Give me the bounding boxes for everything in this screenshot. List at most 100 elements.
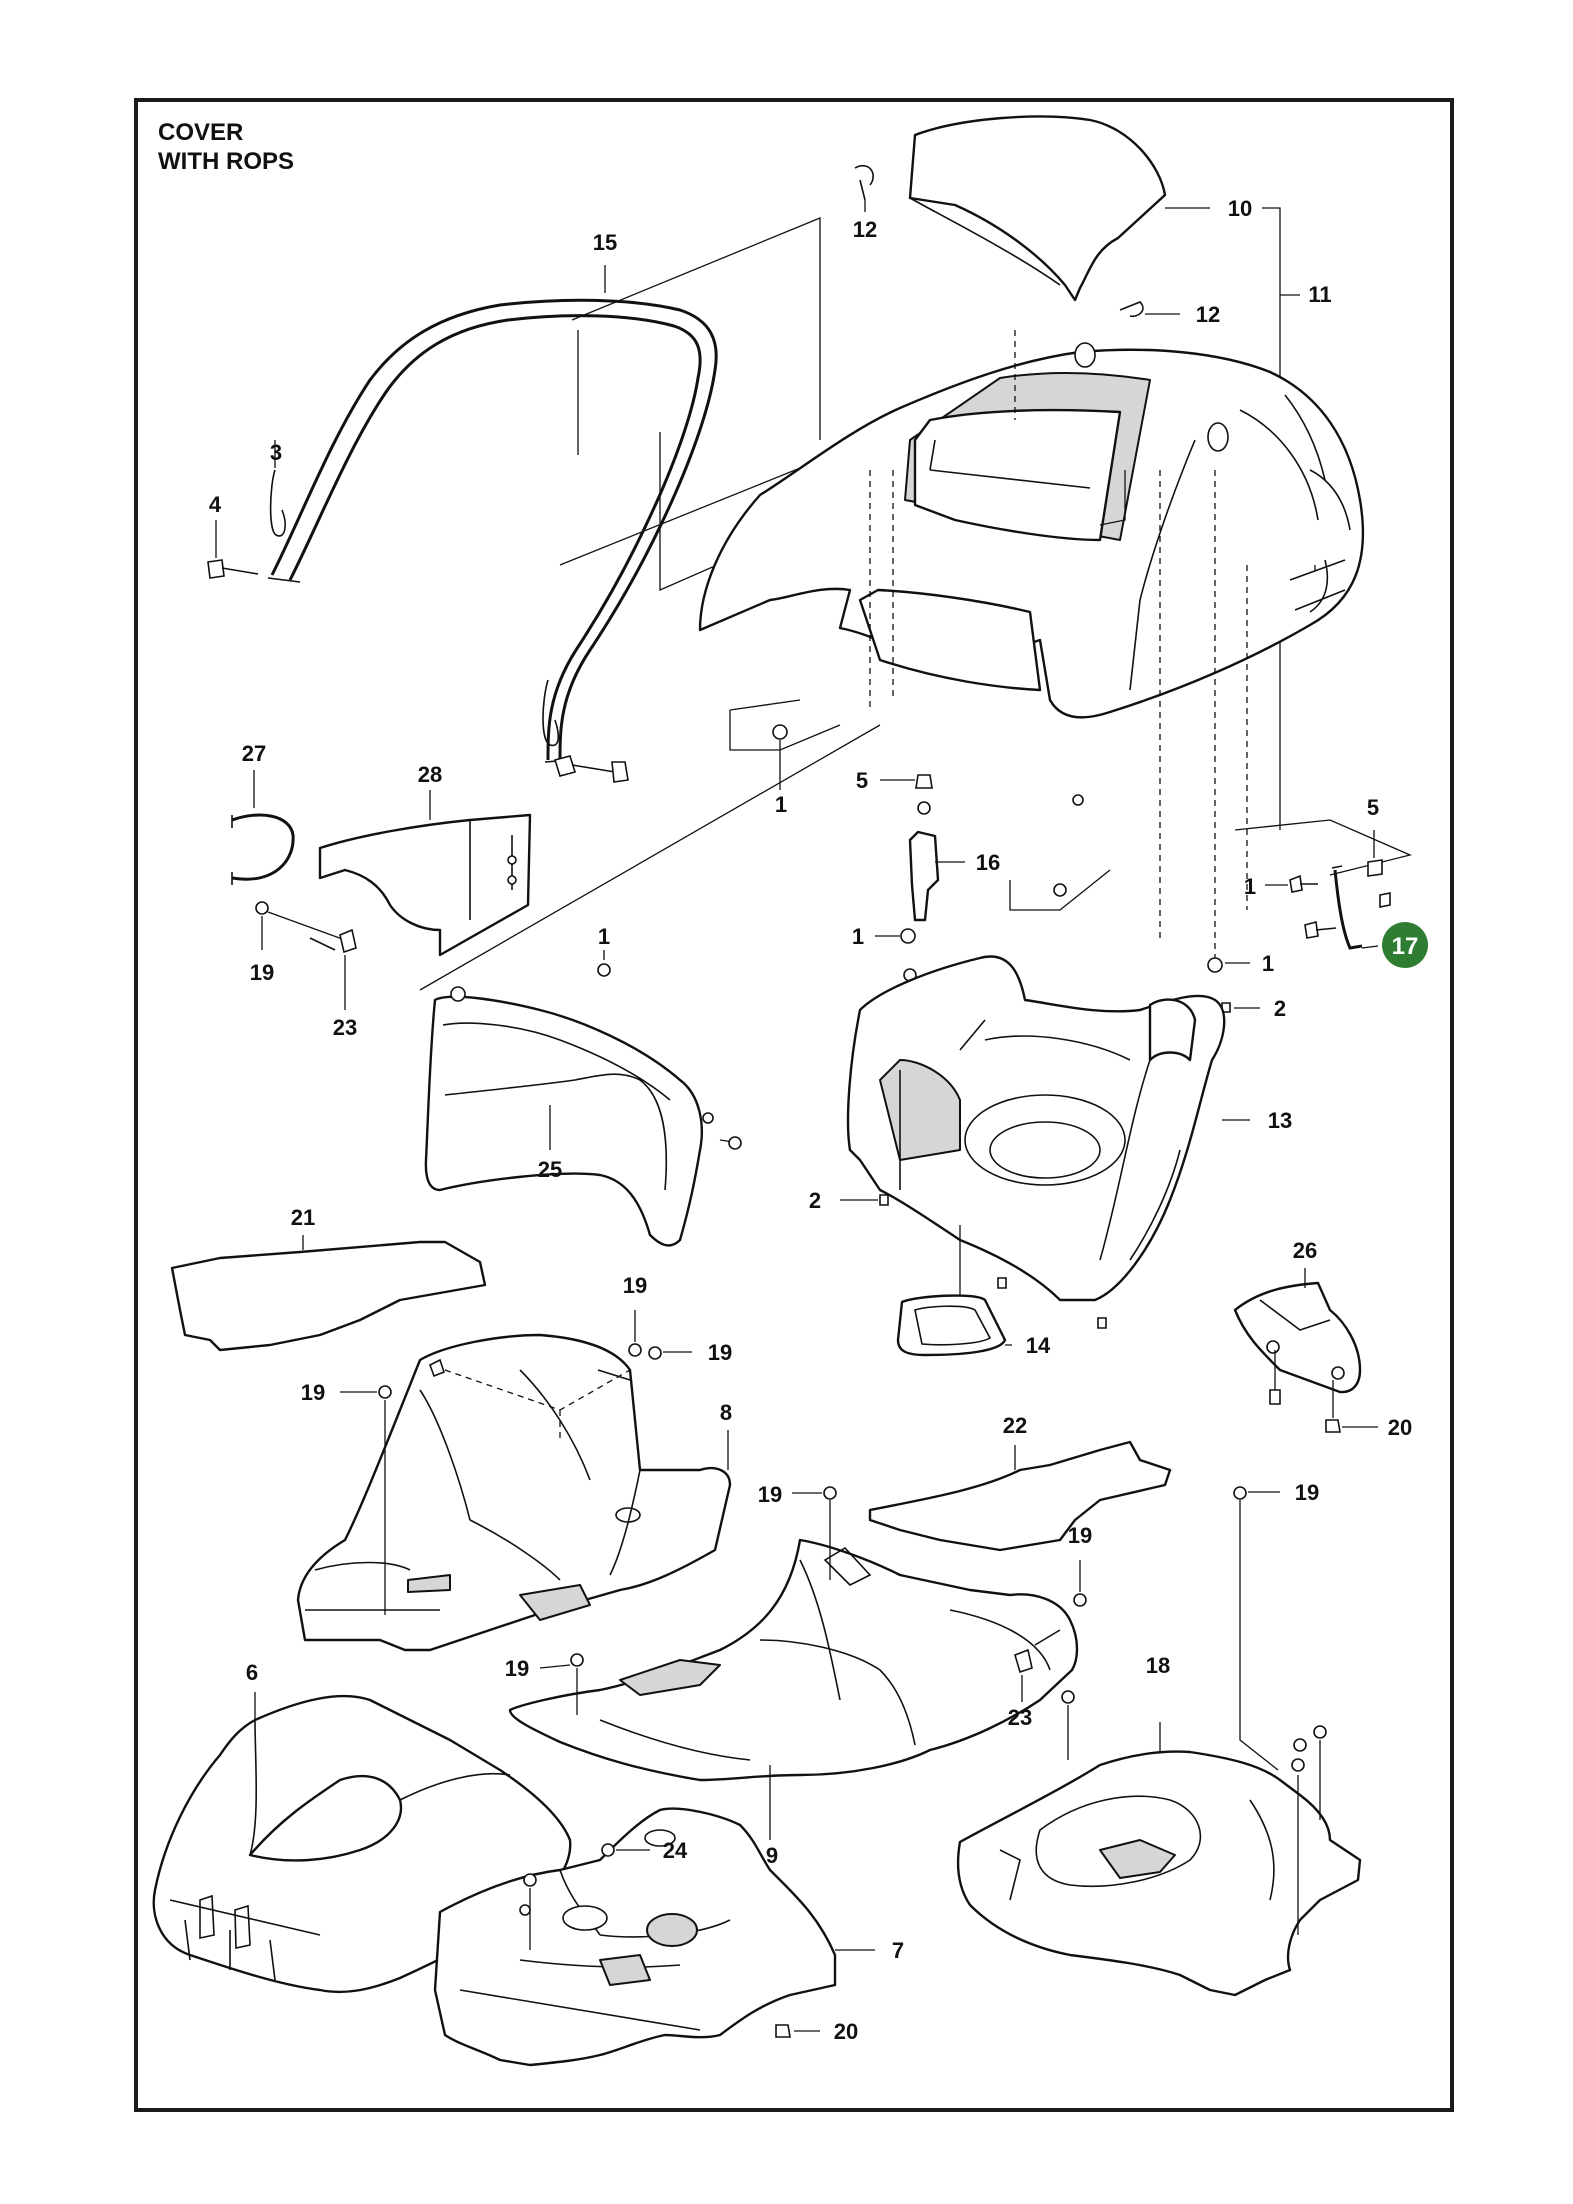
part-19-screw-fender-left[interactable]: [340, 1385, 392, 1615]
part-18-rear-panel[interactable]: [956, 1722, 1362, 1997]
part-2-screw-b[interactable]: [840, 1194, 889, 1206]
part-3-hairpin-clip-right[interactable]: [542, 679, 629, 783]
svg-text:10: 10: [1228, 196, 1252, 221]
callout-19-h: 19: [1295, 1480, 1319, 1505]
part-1-screw-c[interactable]: [1265, 874, 1318, 893]
callout-22: 22: [1003, 1413, 1027, 1438]
svg-text:14: 14: [1026, 1333, 1051, 1358]
callout-12-lower: 12: [1196, 302, 1220, 327]
diagram-frame: [134, 98, 1454, 2112]
part-26-side-guard[interactable]: [1233, 1268, 1362, 1394]
part-20-nut-guard[interactable]: [1325, 1380, 1378, 1433]
svg-text:26: 26: [1293, 1238, 1317, 1263]
svg-text:2: 2: [1274, 996, 1286, 1021]
callout-18: 18: [1146, 1653, 1170, 1678]
part-19-screw-rfender-left[interactable]: [539, 1653, 584, 1715]
part-5-nut-b[interactable]: [1367, 830, 1391, 908]
svg-text:1: 1: [775, 792, 787, 817]
callout-2-a: 2: [1274, 996, 1286, 1021]
callout-23-b: 23: [1008, 1705, 1032, 1730]
part-4-clevis-pin-left[interactable]: [207, 520, 259, 579]
callout-17-highlighted[interactable]: 17: [1382, 922, 1428, 968]
part-8-left-fender[interactable]: [296, 1333, 732, 1652]
svg-text:16: 16: [976, 850, 1000, 875]
callout-10: 10: [1228, 196, 1252, 221]
svg-text:1: 1: [852, 924, 864, 949]
svg-text:23: 23: [333, 1015, 357, 1040]
svg-text:15: 15: [593, 230, 617, 255]
part-19-screw-bracket[interactable]: [255, 901, 346, 950]
part-27-clip-spring[interactable]: [231, 770, 295, 885]
part-12-clip-lower[interactable]: [1119, 301, 1180, 318]
part-17-strap[interactable]: [1331, 865, 1379, 950]
callout-1-a: 1: [775, 792, 787, 817]
part-1-screw-b[interactable]: [875, 928, 916, 944]
svg-text:19: 19: [708, 1340, 732, 1365]
callout-14: 14: [1026, 1333, 1051, 1358]
svg-text:1: 1: [1262, 951, 1274, 976]
callout-19-g: 19: [505, 1656, 529, 1681]
callout-24: 24: [663, 1838, 688, 1863]
part-9-right-fender[interactable]: [508, 1538, 1079, 1840]
part-7-floor-pan[interactable]: [433, 1807, 875, 2067]
svg-text:28: 28: [418, 762, 442, 787]
callout-26: 26: [1293, 1238, 1317, 1263]
callout-7: 7: [892, 1938, 904, 1963]
part-19-screw-rfender-top[interactable]: [792, 1486, 837, 1580]
svg-text:2: 2: [809, 1188, 821, 1213]
svg-text:1: 1: [1244, 874, 1256, 899]
part-14-gasket[interactable]: [896, 1225, 1012, 1357]
svg-text:23: 23: [1008, 1705, 1032, 1730]
part-1-screw-a[interactable]: [772, 724, 788, 790]
part-16-bracket[interactable]: [908, 801, 965, 922]
svg-text:13: 13: [1268, 1108, 1292, 1133]
part-15-rops-bar[interactable]: [267, 265, 718, 763]
part-19-screw-rfender-right[interactable]: [1073, 1560, 1087, 1607]
callout-21: 21: [291, 1205, 315, 1230]
callout-1-b: 1: [852, 924, 864, 949]
svg-text:25: 25: [538, 1157, 562, 1182]
callout-28: 28: [418, 762, 442, 787]
part-1-screw-d[interactable]: [1207, 957, 1250, 973]
svg-text:19: 19: [505, 1656, 529, 1681]
part-21-floor-mat[interactable]: [170, 1235, 487, 1352]
callout-19-a: 19: [250, 960, 274, 985]
svg-text:21: 21: [291, 1205, 315, 1230]
svg-text:1: 1: [598, 924, 610, 949]
part-13-inner-tub[interactable]: [846, 955, 1250, 1302]
callout-13: 13: [1268, 1108, 1292, 1133]
part-23-nut-bracket[interactable]: [309, 928, 357, 1010]
svg-text:12: 12: [1196, 302, 1220, 327]
callout-20-a: 20: [1388, 1415, 1412, 1440]
svg-text:20: 20: [1388, 1415, 1412, 1440]
svg-text:22: 22: [1003, 1413, 1027, 1438]
svg-text:20: 20: [834, 2019, 858, 2044]
part-28-mount-bracket[interactable]: [318, 790, 532, 957]
part-12-clip-upper[interactable]: [854, 165, 874, 212]
part-19-screw-fender-right[interactable]: [648, 1346, 692, 1360]
part-20-nut-floorpan[interactable]: [775, 2024, 820, 2038]
callout-11: 11: [1280, 282, 1332, 307]
part-11-main-cover[interactable]: [698, 342, 1365, 719]
callout-25: 25: [538, 1157, 562, 1182]
svg-text:12: 12: [853, 217, 877, 242]
svg-text:8: 8: [720, 1400, 732, 1425]
part-25-dash-panel[interactable]: [419, 724, 881, 1247]
part-19-screw-fender-top[interactable]: [628, 1310, 642, 1357]
part-19-screw-rear[interactable]: [1233, 1486, 1280, 1771]
part-10-seat-cover-lid[interactable]: [908, 115, 1210, 302]
part-2-screw-a[interactable]: [1221, 1002, 1260, 1013]
svg-text:17: 17: [1392, 933, 1419, 960]
part-22-rear-mat[interactable]: [868, 1440, 1172, 1552]
part-5-nut-a[interactable]: [880, 774, 933, 789]
callout-12-upper: 12: [853, 217, 877, 242]
part-24-screw[interactable]: [601, 1843, 650, 1857]
svg-text:19: 19: [301, 1380, 325, 1405]
callout-19-d: 19: [301, 1380, 325, 1405]
svg-text:19: 19: [1068, 1523, 1092, 1548]
part-3-hairpin-clip-left[interactable]: [269, 440, 286, 537]
callout-19-b: 19: [623, 1273, 647, 1298]
part-23-nut-rfender[interactable]: [1014, 1629, 1061, 1702]
svg-text:4: 4: [209, 492, 222, 517]
